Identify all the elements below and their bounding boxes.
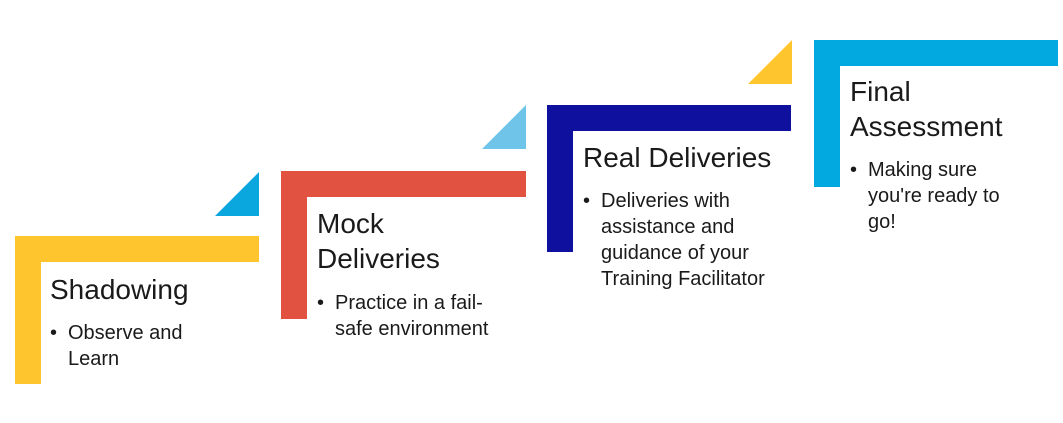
step-mock-bullet: Practice in a fail-safe environment [317,290,517,342]
step-mock-top-bar [281,171,526,197]
step-final-title: Final Assessment [850,76,1003,142]
step-shadowing-title: Shadowing [50,274,189,305]
step-final-side-bar [814,40,840,187]
step-final-bullets: Making sure you're ready to go! [850,157,1030,235]
step-real-side-bar [547,105,573,252]
step-shadowing-bullets: Observe and Learn [50,320,205,372]
step-mock-side-bar [281,171,307,319]
step-real-top-bar [547,105,791,131]
step-mock-bullets: Practice in a fail-safe environment [317,290,517,342]
step-shadowing-side-bar [15,236,41,384]
step-arrow-triangle-3 [748,40,792,84]
step-arrow-triangle-1 [215,172,259,216]
step-real-bullet: Deliveries with assistance and guidance … [583,188,793,292]
step-final-bullet: Making sure you're ready to go! [850,157,1030,235]
step-real-bullets: Deliveries with assistance and guidance … [583,188,793,292]
step-mock-title: Mock Deliveries [317,208,440,274]
step-shadowing-top-bar [15,236,259,262]
step-final-top-bar [814,40,1058,66]
step-real-title: Real Deliveries [583,142,772,173]
step-shadowing-bullet: Observe and Learn [50,320,205,372]
step-arrow-triangle-2 [482,105,526,149]
